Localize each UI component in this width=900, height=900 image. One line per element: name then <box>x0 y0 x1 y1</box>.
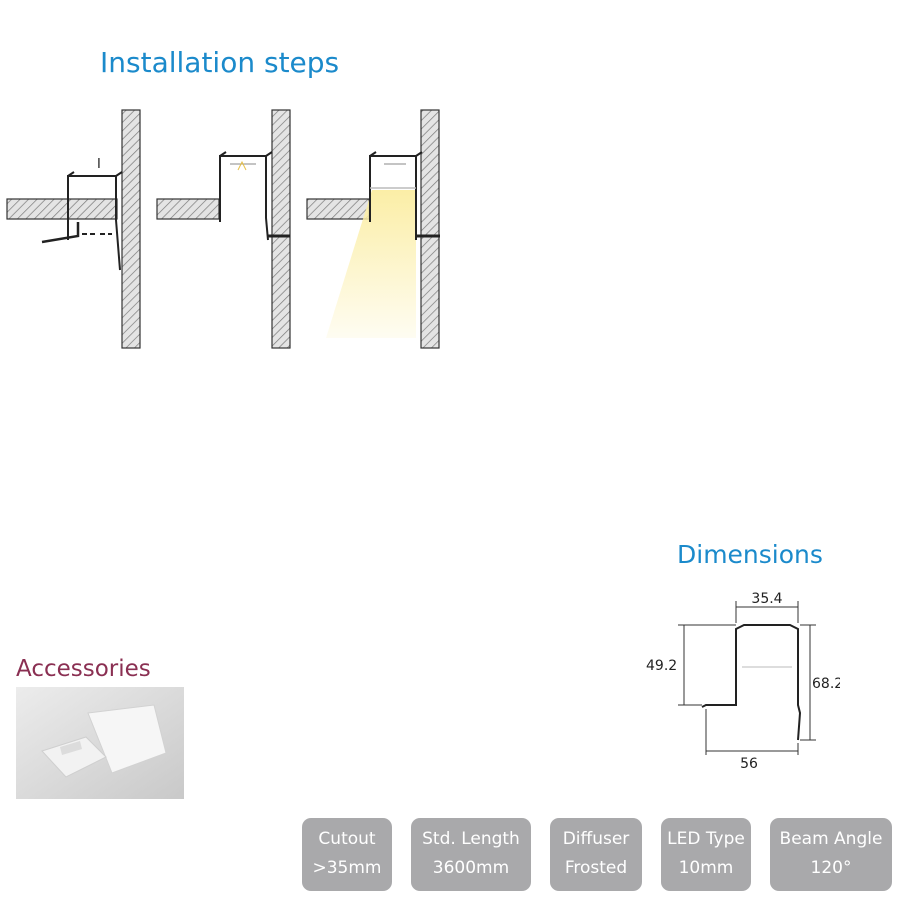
spec-label: Std. Length <box>422 829 520 849</box>
profile-right <box>797 633 802 741</box>
installation-steps-title: Installation steps <box>100 46 340 79</box>
light-beam <box>326 190 416 338</box>
spec-value: 3600mm <box>432 858 510 878</box>
led-glow <box>237 160 247 171</box>
spec-cutout: Cutout >35mm <box>302 818 392 891</box>
wall <box>420 109 440 349</box>
spec-label: Diffuser <box>562 829 630 849</box>
spec-std-length: Std. Length 3600mm <box>411 818 531 891</box>
wall <box>121 109 141 349</box>
dim-bottom-width: 56 <box>740 756 758 772</box>
install-step-3 <box>306 109 440 349</box>
spec-label: LED Type <box>667 829 745 849</box>
profile <box>369 151 423 240</box>
profile-top <box>735 624 799 635</box>
ceiling-board <box>6 198 118 220</box>
accessories-photo <box>16 687 184 799</box>
spec-value: 120° <box>810 858 852 878</box>
install-step-1: I <box>6 109 141 349</box>
end-cap-tab <box>60 741 82 755</box>
profile-left <box>701 633 737 708</box>
spec-led-type: LED Type 10mm <box>661 818 751 891</box>
spec-diffuser: Diffuser Frosted <box>550 818 642 891</box>
dimensions-drawing: 35.4 49.2 68.2 56 <box>646 591 840 772</box>
spec-value: >35mm <box>312 858 382 878</box>
spec-label: Beam Angle <box>779 829 883 849</box>
end-cap-small <box>41 736 107 778</box>
ceiling-board <box>156 198 220 220</box>
step1-marker: I <box>97 157 101 172</box>
dimensions-title: Dimensions <box>677 540 823 569</box>
installation-diagram: I <box>6 109 440 349</box>
profile <box>67 171 123 271</box>
dim-total-height: 68.2 <box>812 676 840 692</box>
ceiling-board <box>306 198 370 220</box>
spec-value: 10mm <box>678 858 734 878</box>
accessories-title: Accessories <box>16 656 151 682</box>
end-cap-large <box>87 704 167 774</box>
spec-beam-angle: Beam Angle 120° <box>770 818 892 891</box>
wall <box>271 109 291 349</box>
dimension-lines <box>678 601 816 755</box>
spec-label: Cutout <box>318 829 376 849</box>
profile-flange <box>41 222 80 244</box>
spec-value: Frosted <box>564 858 628 878</box>
profile <box>219 151 273 241</box>
dim-inner-height: 49.2 <box>646 658 677 674</box>
install-step-2 <box>156 109 291 349</box>
dim-top-width: 35.4 <box>751 591 782 607</box>
